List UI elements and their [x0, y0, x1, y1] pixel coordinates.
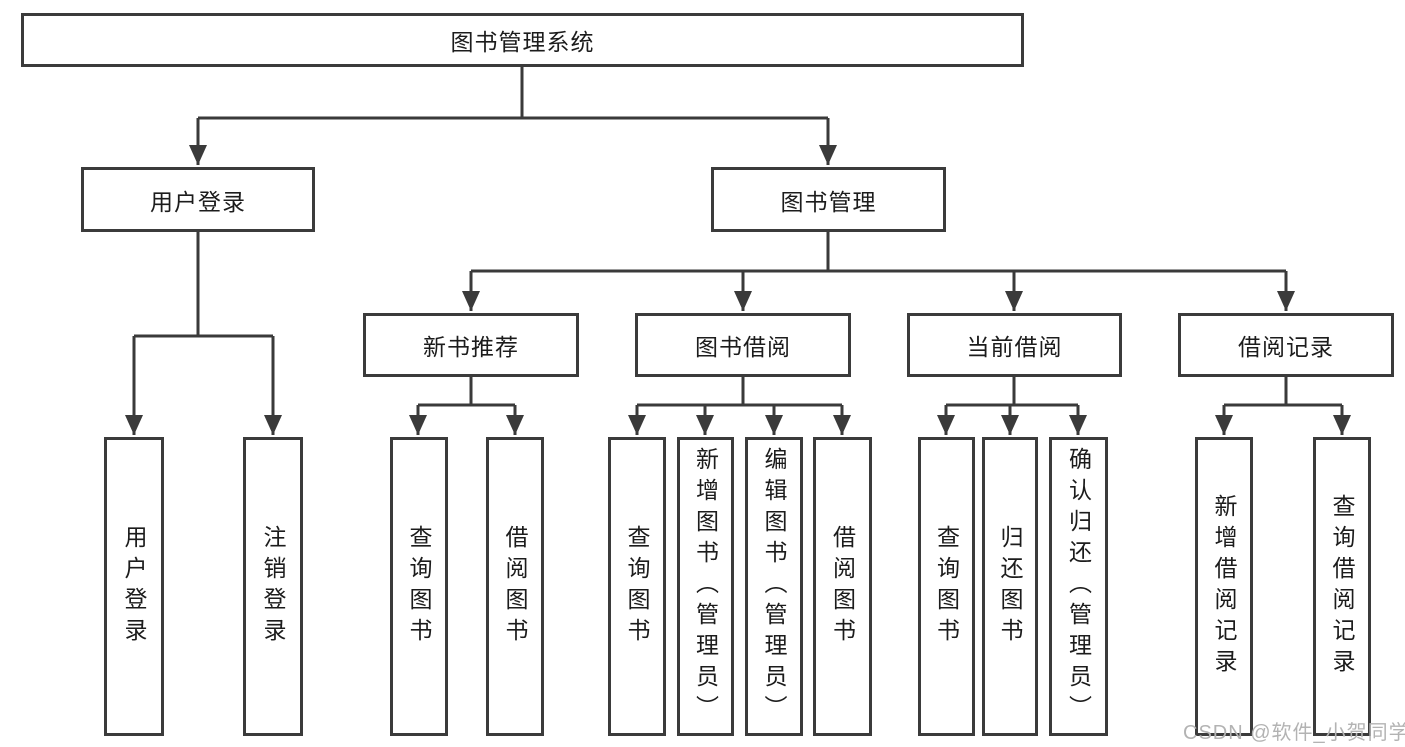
- node-library-management-system: 图书管理系统: [21, 13, 1024, 67]
- leaf-query-books-current: 查询图书: [918, 437, 975, 736]
- leaf-add-borrow-record: 新增借阅记录: [1195, 437, 1253, 736]
- leaf-label: 查询图书: [406, 524, 432, 649]
- leaf-user-login: 用户登录: [104, 437, 164, 736]
- leaf-label: 查询图书: [933, 524, 960, 649]
- leaf-label: 新增借阅记录: [1211, 493, 1237, 680]
- leaf-label: 借阅图书: [502, 524, 528, 649]
- leaf-edit-book-admin: 编辑图书（管理员）: [745, 437, 803, 736]
- leaf-query-books-recommend: 查询图书: [390, 437, 448, 736]
- leaf-label: 新增图书（管理员）: [692, 447, 719, 726]
- leaf-borrow-books-recommend: 借阅图书: [486, 437, 544, 736]
- node-new-book-recommend: 新书推荐: [363, 313, 579, 377]
- node-borrow-records: 借阅记录: [1178, 313, 1394, 377]
- leaf-add-book-admin: 新增图书（管理员）: [677, 437, 734, 736]
- node-label: 图书借阅: [695, 334, 791, 360]
- leaf-label: 确认归还（管理员）: [1065, 447, 1092, 726]
- node-label: 借阅记录: [1238, 334, 1334, 360]
- node-current-borrow: 当前借阅: [907, 313, 1122, 377]
- csdn-watermark: CSDN @软件_小贺同学: [1183, 722, 1405, 744]
- node-book-borrow: 图书借阅: [635, 313, 851, 377]
- leaf-label: 用户登录: [121, 524, 147, 649]
- node-label: 当前借阅: [966, 334, 1063, 360]
- node-label: 新书推荐: [423, 334, 519, 360]
- node-label: 图书管理系统: [450, 29, 595, 55]
- leaf-return-book: 归还图书: [982, 437, 1038, 736]
- leaf-label: 查询图书: [624, 524, 650, 649]
- node-label: 图书管理: [780, 188, 877, 215]
- node-label: 用户登录: [150, 188, 246, 215]
- leaf-confirm-return-admin: 确认归还（管理员）: [1049, 437, 1108, 736]
- leaf-borrow-books: 借阅图书: [813, 437, 872, 736]
- leaf-label: 编辑图书（管理员）: [761, 447, 787, 726]
- node-user-login: 用户登录: [81, 167, 315, 232]
- leaf-label: 借阅图书: [829, 524, 856, 649]
- leaf-label: 归还图书: [997, 524, 1023, 649]
- leaf-label: 查询借阅记录: [1329, 493, 1355, 680]
- leaf-query-borrow-record: 查询借阅记录: [1313, 437, 1371, 736]
- node-book-management: 图书管理: [711, 167, 946, 232]
- leaf-label: 注销登录: [260, 524, 286, 649]
- leaf-query-books-borrow: 查询图书: [608, 437, 666, 736]
- leaf-logout: 注销登录: [243, 437, 303, 736]
